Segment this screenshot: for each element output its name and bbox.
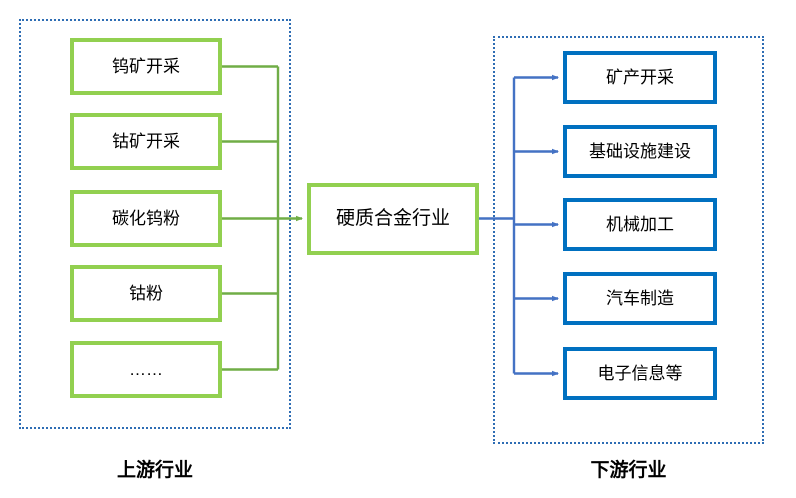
upstream-caption: 上游行业 <box>116 460 193 481</box>
downstream-group-box <box>493 36 764 444</box>
upstream-node-cobalt-powder[interactable]: 钴粉 <box>70 265 222 322</box>
upstream-node-cobalt-mining[interactable]: 钴矿开采 <box>70 113 222 170</box>
upstream-group-box <box>19 19 291 429</box>
downstream-node-electronic-information[interactable]: 电子信息等 <box>563 347 717 400</box>
center-node-cemented-carbide-industry[interactable]: 硬质合金行业 <box>307 183 479 255</box>
downstream-node-automobile-manufacturing[interactable]: 汽车制造 <box>563 272 717 325</box>
upstream-node-others[interactable]: …… <box>70 341 222 398</box>
downstream-node-infrastructure-construction[interactable]: 基础设施建设 <box>563 125 717 178</box>
downstream-caption: 下游行业 <box>590 460 667 481</box>
upstream-node-tungsten-mining[interactable]: 钨矿开采 <box>70 38 222 95</box>
downstream-node-machining[interactable]: 机械加工 <box>563 198 717 251</box>
upstream-node-tungsten-carbide-powder[interactable]: 碳化钨粉 <box>70 190 222 247</box>
downstream-node-mineral-mining[interactable]: 矿产开采 <box>563 51 717 104</box>
